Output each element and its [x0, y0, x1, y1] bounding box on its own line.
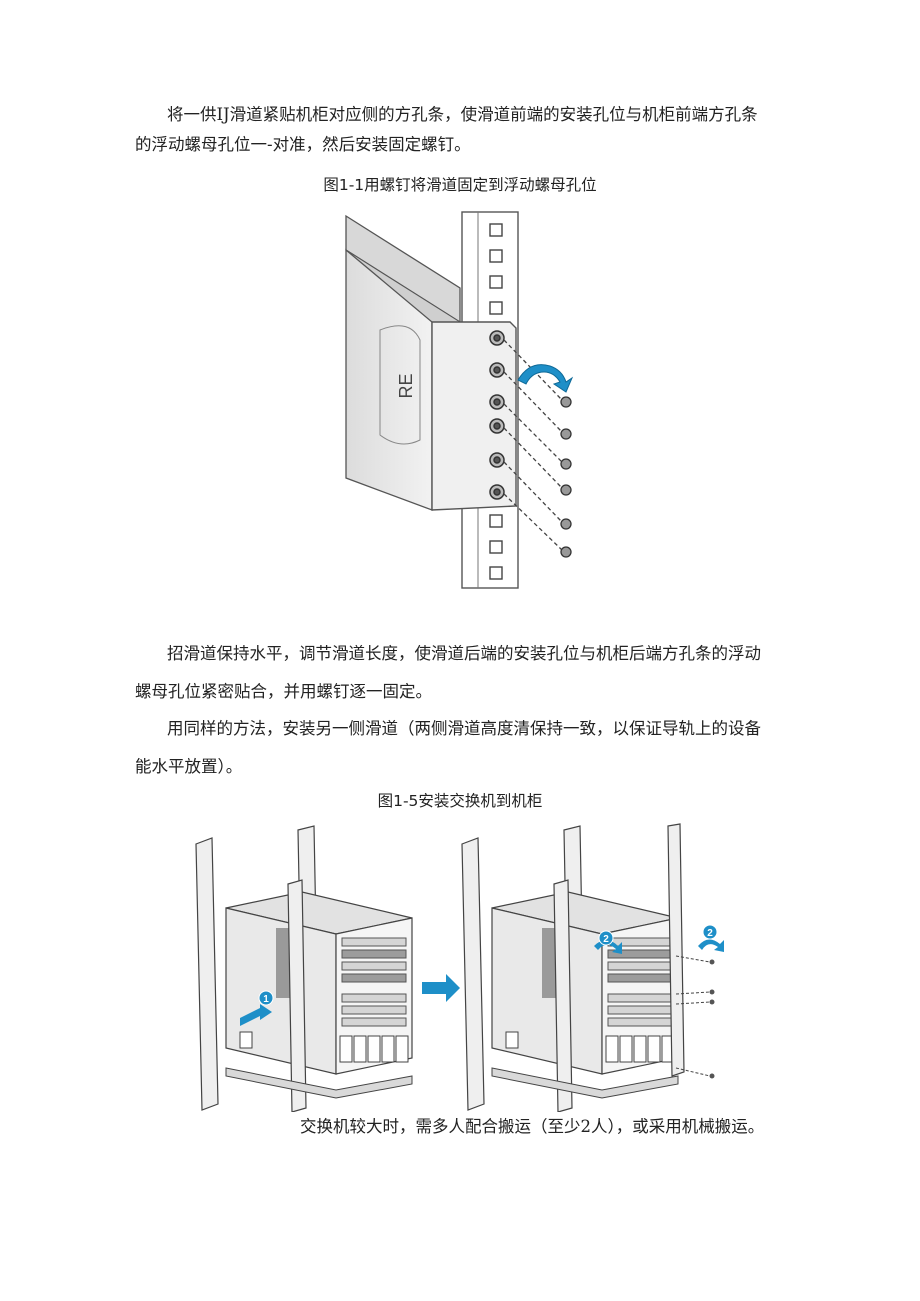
- step-2-badge: [702, 924, 718, 940]
- screw-icon: [709, 959, 715, 1079]
- figure-2-caption: 图1-5安装交换机到机柜: [377, 792, 543, 810]
- paragraph-1: 将一供IJ滑道紧贴机柜对应侧的方孔条，使滑道前端的安装孔位与机柜前端方孔条 的浮…: [135, 100, 785, 160]
- paragraph-2-line-1: 招滑道保持水平，调节滑道长度，使滑道后端的安装孔位与机柜后端方孔条的浮动: [167, 644, 761, 663]
- rotate-arrow-icon: [698, 939, 724, 952]
- step-1-badge: [258, 990, 274, 1006]
- push-arrow-icon: [240, 1004, 272, 1026]
- bracket-holes: [489, 330, 505, 500]
- rack-after-install: 2 2: [461, 823, 724, 1112]
- rail-logo: RE: [396, 373, 416, 398]
- paragraph-4: 交换机较大时，需多人配合搬运（至少2人），或采用机械搬运。: [300, 1117, 765, 1136]
- figure-1-rail-screw-diagram: RE: [345, 211, 574, 589]
- paragraph-2: 招滑道保持水平，调节滑道长度，使滑道后端的安装孔位与机柜后端方孔条的浮动 螺母孔…: [135, 635, 785, 711]
- step-2-badge: [598, 930, 614, 946]
- paragraph-1-line-2: 的浮动螺母孔位一-对准，然后安装固定螺钉。: [135, 135, 471, 154]
- transition-arrow-icon: [422, 974, 460, 1002]
- step-1-label: 1: [263, 994, 269, 1005]
- paragraph-3-line-2: 能水平放置）。: [135, 757, 243, 776]
- paragraph-2-line-2: 螺母孔位紧密贴合，并用螺钉逐一固定。: [135, 682, 432, 701]
- step-2-label: 2: [707, 928, 713, 939]
- figure-2-switch-install-diagram: 1: [195, 823, 724, 1112]
- rotate-arrow-icon: [517, 364, 574, 393]
- screw-icon: [560, 396, 572, 558]
- rack-before-install: 1: [195, 825, 413, 1112]
- step-2-label: 2: [603, 934, 609, 945]
- paragraph-3: 用同样的方法，安装另一侧滑道（两侧滑道高度清保持一致，以保证导轨上的设备 能水平…: [135, 710, 785, 786]
- figure-1-caption: 图1-1用螺钉将滑道固定到浮动螺母孔位: [323, 176, 597, 194]
- paragraph-1-line-1: 将一供IJ滑道紧贴机柜对应侧的方孔条，使滑道前端的安装孔位与机柜前端方孔条: [167, 105, 758, 124]
- paragraph-3-line-1: 用同样的方法，安装另一侧滑道（两侧滑道高度清保持一致，以保证导轨上的设备: [167, 719, 761, 738]
